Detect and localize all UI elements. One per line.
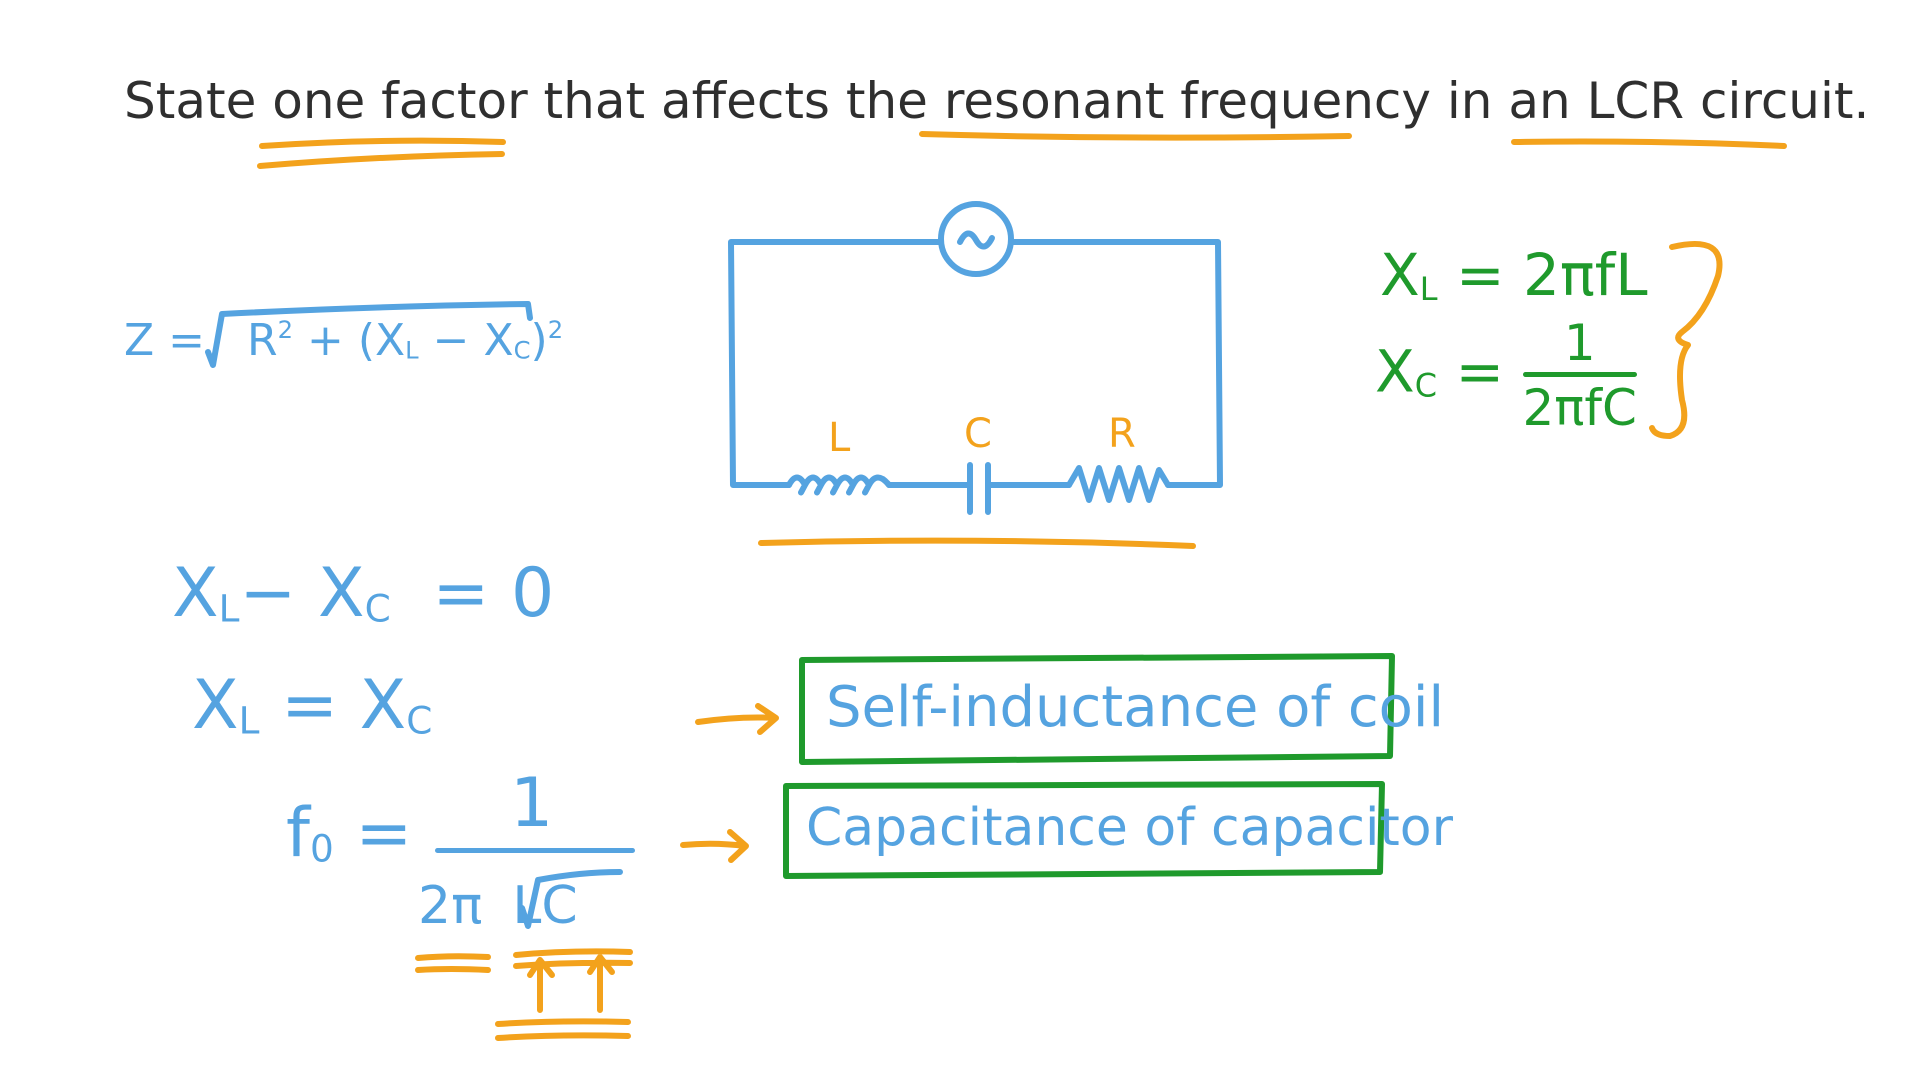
answer-box-1-border bbox=[799, 653, 1395, 765]
answer-self-inductance: Self-inductance of coil bbox=[826, 675, 1445, 740]
ac-wave-icon bbox=[957, 230, 995, 250]
impedance-lhs: Z = bbox=[124, 314, 205, 366]
underline-lcr-circuit bbox=[1511, 138, 1787, 149]
inductor-coil bbox=[786, 474, 892, 496]
emphasis-underline-lc bbox=[495, 1018, 631, 1041]
emphasis-underline-2pi bbox=[415, 953, 491, 973]
brace-icon bbox=[1649, 241, 1723, 439]
resonance-condition-step2: XL = XC bbox=[192, 672, 432, 740]
step1-minus-xc: − X bbox=[239, 554, 365, 633]
resistor-zigzag bbox=[1066, 465, 1171, 503]
label-resistor: R bbox=[1108, 411, 1136, 457]
circuit-underline bbox=[758, 537, 1196, 549]
f0-sub: 0 bbox=[309, 826, 334, 871]
step2-xl: X bbox=[192, 666, 239, 745]
step1-sub-c: C bbox=[364, 586, 391, 631]
fraction-bar bbox=[1522, 372, 1637, 377]
step1-rhs: = 0 bbox=[432, 554, 555, 633]
label-inductor: L bbox=[828, 415, 851, 461]
question-text: State one factor that affects the resona… bbox=[124, 72, 1870, 130]
underline-resonant-frequency bbox=[919, 131, 1352, 141]
sqrt-sign-resonance bbox=[519, 869, 623, 929]
impedance-r: R bbox=[247, 314, 278, 366]
sqrt-sign-impedance bbox=[205, 301, 533, 368]
impedance-formula: Z = R2 + (XL − XC)2 bbox=[124, 318, 563, 363]
impedance-open: + (X bbox=[306, 314, 406, 366]
denominator-2pi: 2π bbox=[418, 876, 483, 936]
underline-one-factor bbox=[257, 137, 506, 169]
xc-symbol: X bbox=[1375, 337, 1415, 406]
xl-rhs: = 2πfL bbox=[1455, 241, 1648, 309]
ac-source-icon bbox=[938, 201, 1014, 277]
xl-symbol: X bbox=[1380, 241, 1420, 309]
emphasis-arrows-lc bbox=[513, 948, 633, 1013]
arrow-icon bbox=[680, 829, 749, 863]
answer-capacitance: Capacitance of capacitor bbox=[806, 798, 1454, 858]
xc-denominator: 2πfC bbox=[1522, 379, 1637, 437]
resonant-frequency-numerator: 1 bbox=[510, 764, 554, 843]
inductive-reactance-formula: XL = 2πfL bbox=[1380, 246, 1648, 306]
resonance-condition-step1: XL− XC = 0 bbox=[172, 560, 554, 628]
xc-equals: = bbox=[1455, 337, 1505, 406]
xl-sub: L bbox=[1419, 269, 1438, 308]
impedance-r-squared: 2 bbox=[277, 316, 293, 344]
impedance-close: ) bbox=[530, 314, 548, 366]
fraction-bar bbox=[435, 848, 635, 853]
xc-fraction: 1 2πfC bbox=[1522, 314, 1637, 437]
impedance-squared: 2 bbox=[547, 316, 564, 344]
f0-equals: = bbox=[355, 794, 413, 873]
arrow-icon bbox=[695, 703, 779, 735]
step1-xl: X bbox=[172, 554, 219, 633]
step2-sub-l: L bbox=[238, 698, 260, 743]
f0-symbol: f bbox=[286, 794, 310, 873]
capacitive-reactance-formula: XC = 1 2πfC bbox=[1375, 318, 1637, 433]
label-capacitor: C bbox=[964, 411, 992, 457]
step1-sub-l: L bbox=[218, 586, 240, 631]
circuit-wire bbox=[728, 239, 1223, 488]
xc-sub: C bbox=[1414, 366, 1438, 405]
step2-sub-c: C bbox=[406, 698, 433, 743]
answer-box-2-border bbox=[783, 781, 1385, 879]
impedance-minus: − X bbox=[432, 314, 514, 366]
impedance-sub-l: L bbox=[405, 336, 419, 365]
xc-numerator: 1 bbox=[1563, 314, 1596, 372]
impedance-sub-c: C bbox=[513, 336, 531, 365]
resonant-frequency-lhs: f0 = bbox=[286, 800, 412, 868]
step2-equals-xc: = X bbox=[281, 666, 407, 745]
lcr-circuit-diagram bbox=[728, 201, 1223, 515]
capacitor-plates bbox=[967, 462, 991, 515]
denominator-lc: LC bbox=[512, 876, 578, 936]
